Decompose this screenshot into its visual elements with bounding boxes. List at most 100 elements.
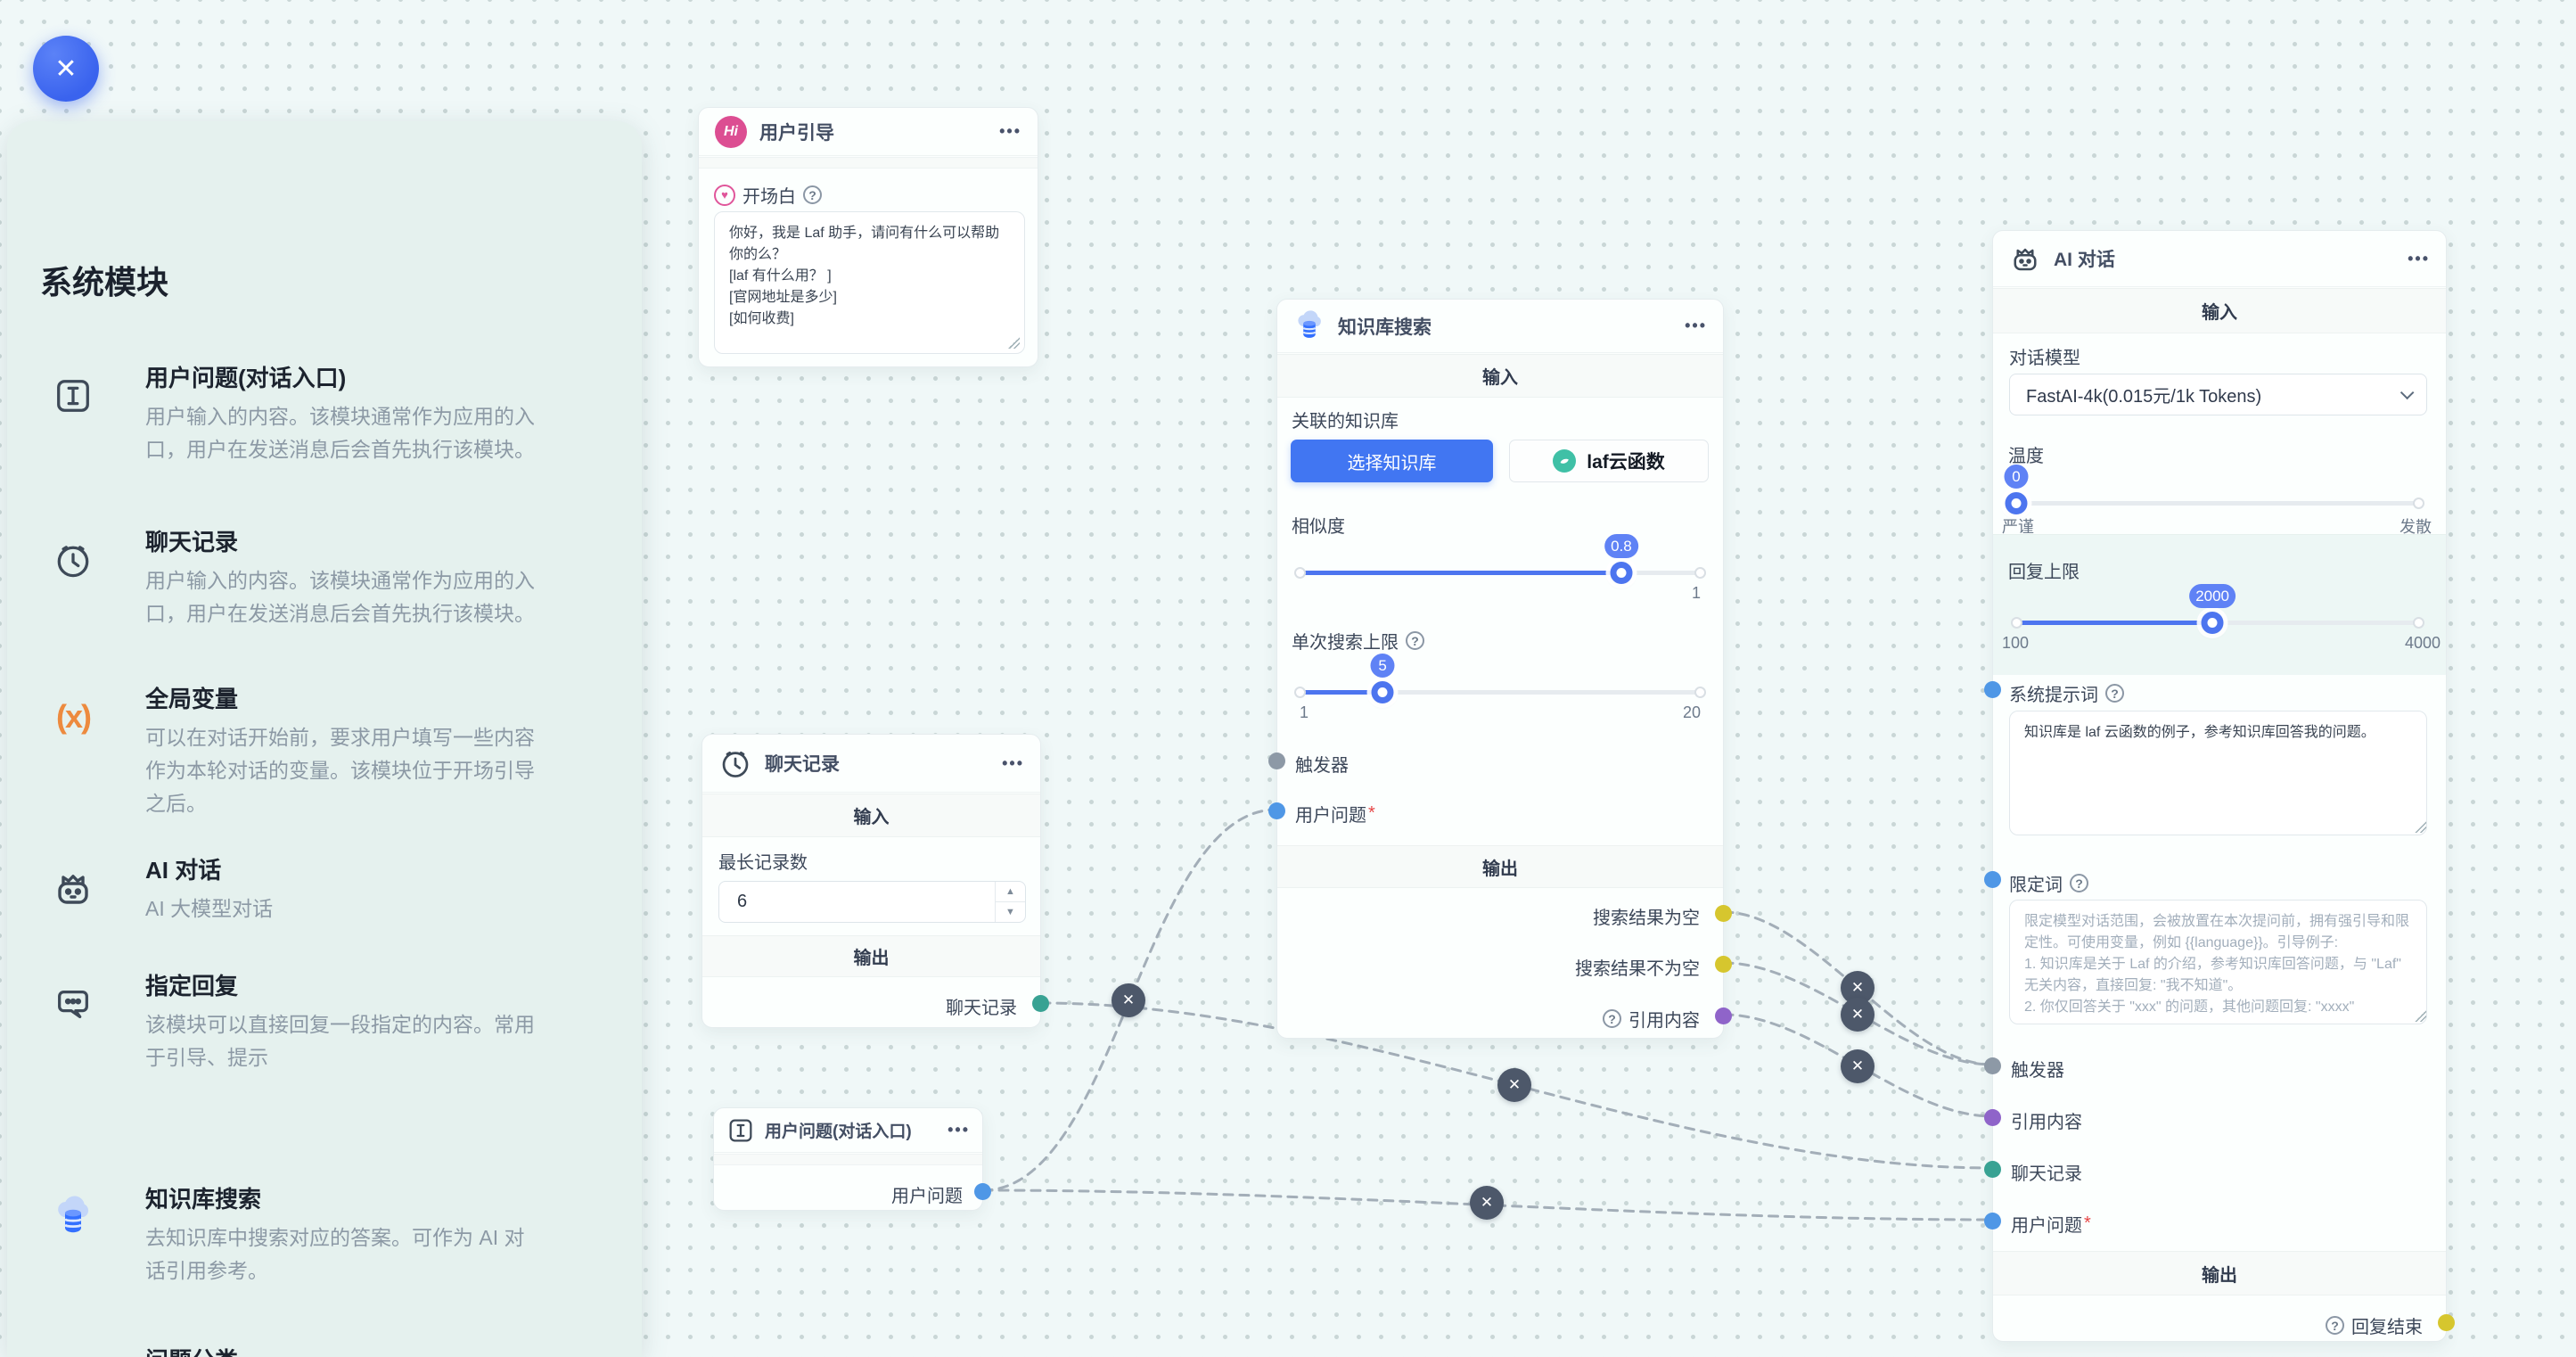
select-kb-button[interactable]: 选择知识库 [1291,440,1493,482]
slider-handle[interactable] [2005,492,2028,514]
module-item-kb-search[interactable]: 知识库搜索 去知识库中搜索对应的答案。可作为 AI 对话引用参考。 [52,1181,537,1287]
dataset-label: 关联的知识库 [1292,412,1399,432]
max-tokens-slider[interactable]: 2000 100 4000 [2002,584,2441,652]
module-item-chat-history[interactable]: 聊天记录 用户输入的内容。该模块通常作为应用的入口，用户在发送消息后会首先执行该… [52,524,537,630]
chat-question-input-handle[interactable] [1984,1213,2001,1230]
dataset-name: laf云函数 [1587,452,1665,473]
help-icon[interactable]: ? [1603,1009,1621,1028]
dataset-chip-button[interactable]: laf云函数 [1509,440,1709,482]
limit-words-input-handle[interactable] [1984,871,2001,888]
output-row-history: 聊天记录 [946,999,1017,1018]
close-icon: ✕ [54,53,78,84]
node-header: 用户问题(对话入口) ••• [714,1108,982,1153]
slider-handle[interactable] [1610,562,1633,584]
node-chat-history[interactable]: 聊天记录 ••• 输入 最长记录数 6 ▲▼ 输出 聊天记录 [701,734,1049,1028]
system-prompt-input-handle[interactable] [1984,681,2001,698]
module-title: 聊天记录 [145,529,239,555]
limit-words-textarea[interactable] [2009,900,2427,1024]
hi-avatar-icon: Hi [715,115,747,148]
node-header: AI 对话 ••• [1993,231,2446,287]
more-menu-button[interactable]: ••• [999,122,1021,140]
input-row-trigger: 触发器 [2011,1061,2064,1081]
number-stepper[interactable]: ▲▼ [995,882,1025,922]
model-value: FastAI-4k(0.015元/1k Tokens) [2026,387,2262,407]
resize-handle-icon[interactable] [2415,821,2426,833]
reply-bubble-icon [52,983,94,1025]
chat-history-input-handle[interactable] [1984,1161,2001,1178]
history-output-handle[interactable] [1032,995,1049,1012]
kb-empty-output-handle[interactable] [1715,905,1732,922]
more-menu-button[interactable]: ••• [1685,317,1707,334]
help-icon[interactable]: ? [2105,684,2124,703]
header-strip [714,1154,982,1165]
module-item-question-classify[interactable]: 问题分类 可以判断用户问题属于哪方面问题，从而执行不同的操作。 [52,1343,537,1357]
slider-handle[interactable] [2201,612,2224,634]
help-icon[interactable]: ? [803,185,822,204]
module-desc: 用户输入的内容。该模块通常作为应用的入口，用户在发送消息后会首先执行该模块。 [145,569,535,625]
node-ai-chat[interactable]: AI 对话 ••• 输入 对话模型 FastAI-4k(0.015元/1k To… [1984,230,2455,1342]
resize-handle-icon[interactable] [1008,337,1020,349]
kb-quote-output-handle[interactable] [1715,1007,1732,1024]
welcome-textarea[interactable]: 你好，我是 Laf 助手，请问有什么可以帮助你的么？ [laf 有什么用？ ] … [714,211,1025,354]
node-title: AI 对话 [2054,250,2115,270]
clock-icon [52,539,94,581]
chat-trigger-input-handle[interactable] [1984,1057,2001,1074]
slider-value-badge: 0.8 [1604,534,1638,558]
step-down-icon: ▼ [1005,907,1015,917]
resize-handle-icon[interactable] [2415,1010,2426,1022]
kb-question-input-handle[interactable] [1268,802,1285,819]
more-menu-button[interactable]: ••• [2408,249,2430,267]
slider-min-label: 1 [1300,703,1309,721]
delete-connection-button[interactable]: ✕ [1841,1049,1875,1083]
module-desc: 去知识库中搜索对应的答案。可作为 AI 对话引用参考。 [145,1226,525,1282]
robot-icon [52,867,94,909]
help-icon[interactable]: ? [2070,874,2088,892]
temperature-label: 温度 [2008,447,2044,466]
kb-not-empty-output-handle[interactable] [1715,956,1732,973]
module-desc: 用户输入的内容。该模块通常作为应用的入口，用户在发送消息后会首先执行该模块。 [145,405,535,461]
output-section-header: 输出 [1277,845,1723,888]
chat-quote-input-handle[interactable] [1984,1109,2001,1126]
input-section-header: 输入 [1277,354,1723,398]
slider-handle[interactable] [1371,681,1394,703]
input-row-quote: 引用内容 [2011,1113,2082,1132]
module-item-user-question[interactable]: 用户问题(对话入口) 用户输入的内容。该模块通常作为应用的入口，用户在发送消息后… [52,360,537,466]
entry-question-output-handle[interactable] [974,1183,991,1200]
panel-title: 系统模块 [40,264,169,300]
max-records-input[interactable]: 6 ▲▼ [718,881,1026,923]
module-title: 问题分类 [145,1343,537,1357]
delete-connection-button[interactable]: ✕ [1497,1068,1531,1102]
help-icon[interactable]: ? [2326,1316,2344,1335]
help-icon[interactable]: ? [1406,631,1424,650]
delete-connection-button[interactable]: ✕ [1841,998,1875,1032]
module-item-fixed-reply[interactable]: 指定回复 该模块可以直接回复一段指定的内容。常用于引导、提示 [52,968,537,1074]
more-menu-button[interactable]: ••• [948,1121,970,1139]
search-limit-slider[interactable]: 5 1 20 [1294,654,1706,721]
model-select[interactable]: FastAI-4k(0.015元/1k Tokens) [2009,374,2427,415]
output-section-header: 输出 [702,935,1040,977]
similarity-slider[interactable]: 0.8 1 [1294,534,1706,602]
slider-min-label: 100 [2002,634,2030,652]
kb-trigger-input-handle[interactable] [1268,753,1285,769]
node-question-entry[interactable]: 用户问题(对话入口) ••• 用户问题 [713,1107,991,1211]
limit-words-label: 限定词 ? [2009,870,2088,896]
delete-connection-button[interactable]: ✕ [1470,1186,1504,1220]
module-title: 知识库搜索 [145,1186,262,1213]
close-sidebar-button[interactable]: ✕ [33,36,99,102]
delete-connection-button[interactable]: ✕ [1112,983,1145,1017]
system-prompt-textarea[interactable]: 知识库是 laf 云函数的例子，参考知识库回答我的问题。 [2009,711,2427,835]
temperature-slider[interactable]: 0 严谨 发散 [2002,465,2432,536]
module-item-global-variable[interactable]: (x) 全局变量 可以在对话开始前，要求用户填写一些内容作为本轮对话的变量。该模… [52,681,537,820]
module-item-ai-chat[interactable]: AI 对话 AI 大模型对话 [52,852,537,925]
module-title: 全局变量 [145,686,239,712]
number-value[interactable]: 6 [737,892,748,911]
module-title: 指定回复 [145,973,239,999]
variable-icon: (x) [56,698,92,735]
more-menu-button[interactable]: ••• [1002,753,1024,772]
heart-bubble-icon: ♥ [714,184,735,206]
node-kb-search[interactable]: 知识库搜索 ••• 输入 关联的知识库 选择知识库 laf云函数 相似度 0.8… [1268,299,1732,1039]
chat-finish-output-handle[interactable] [2438,1314,2455,1331]
node-user-guide[interactable]: Hi 用户引导 ••• ♥ 开场白 ? 你好，我是 Laf 助手，请问有什么可以… [698,107,1038,367]
slider-max-label: 1 [1691,584,1701,602]
